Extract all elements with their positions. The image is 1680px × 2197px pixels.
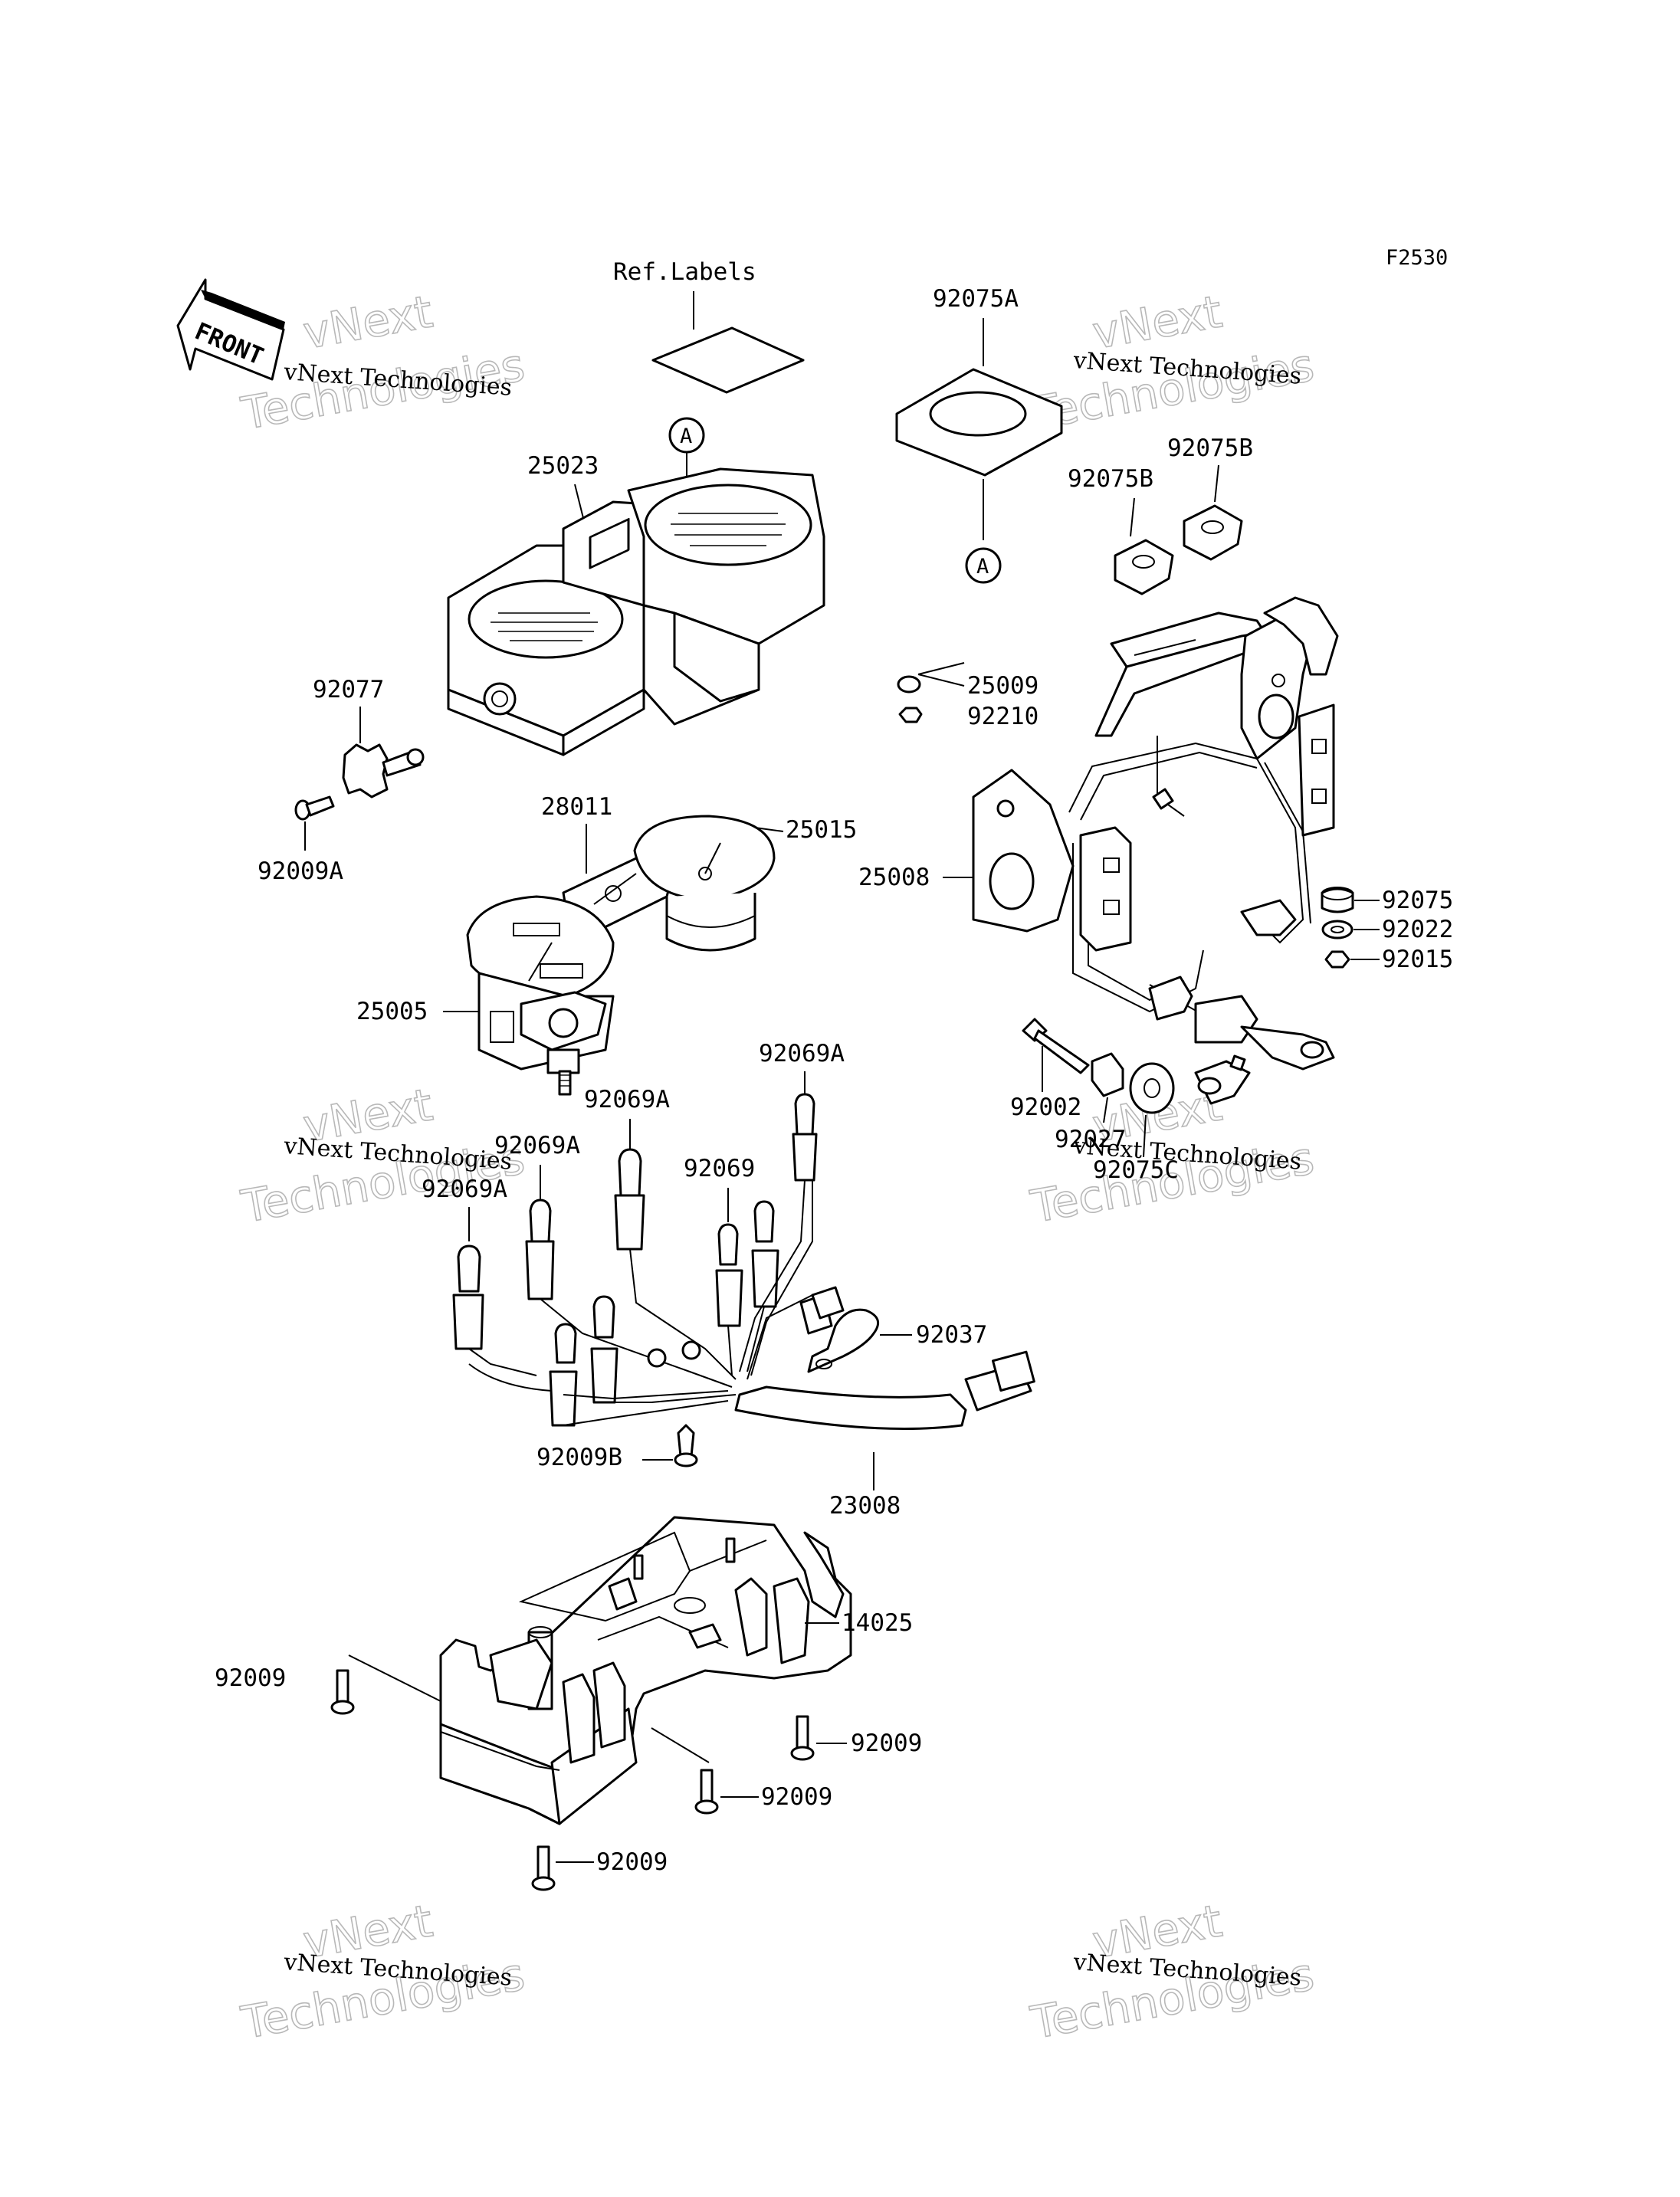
watermark-bottom-left: vNext Technologies vNext Technologies xyxy=(237,1894,529,2050)
part-92069A-lower-left: 92069A xyxy=(422,1176,507,1350)
label-92075: 92075 xyxy=(1382,887,1453,914)
label-92022: 92022 xyxy=(1382,916,1453,943)
label-25015: 25015 xyxy=(786,816,857,844)
callout-A-upper: A xyxy=(680,425,692,448)
part-92015: 92015 xyxy=(1324,946,1453,973)
label-92069A-lower-left: 92069A xyxy=(422,1176,507,1203)
part-25015: 25015 xyxy=(633,815,857,952)
label-92009-middle: 92009 xyxy=(761,1783,832,1811)
part-92069A-top-right: 92069A xyxy=(759,1040,845,1182)
part-92009-bottom: 92009 xyxy=(531,1845,668,1891)
part-92009-right: 92009 xyxy=(790,1715,922,1761)
label-92037: 92037 xyxy=(916,1321,987,1349)
diagram-code: F2530 xyxy=(1386,246,1448,270)
label-92075C: 92075C xyxy=(1093,1156,1179,1184)
part-14025: 14025 xyxy=(439,1516,913,1825)
part-92002: 92002 xyxy=(1010,1018,1090,1121)
part-25023: 25023 A xyxy=(447,417,825,756)
part-25005: 25005 xyxy=(356,895,615,1096)
label-92009B: 92009B xyxy=(536,1444,622,1471)
label-14025: 14025 xyxy=(842,1609,913,1637)
label-92009-bottom: 92009 xyxy=(596,1848,668,1876)
label-92069A-upper-left: 92069A xyxy=(494,1132,580,1159)
label-92009A: 92009A xyxy=(258,857,343,885)
watermark-vnext: vNext xyxy=(1089,285,1226,359)
ref-labels: Ref.Labels xyxy=(613,258,805,394)
part-92009A: 92009A xyxy=(258,795,343,885)
label-92069A-mid: 92069A xyxy=(584,1086,670,1113)
label-25023: 25023 xyxy=(527,452,599,480)
watermark-bottom-right: vNext Technologies vNext Technologies xyxy=(1026,1894,1318,2050)
part-92077: 92077 xyxy=(313,676,425,798)
label-28011: 28011 xyxy=(541,793,612,821)
part-92027: 92027 xyxy=(1055,1052,1126,1153)
watermark-mid-left: vNext Technologies vNext Technologies xyxy=(237,1078,529,1234)
label-92210: 92210 xyxy=(967,703,1039,730)
label-25008: 25008 xyxy=(858,864,930,891)
label-92009-right: 92009 xyxy=(851,1730,922,1757)
label-92027: 92027 xyxy=(1055,1126,1126,1153)
front-arrow-icon: FRONT xyxy=(176,278,285,381)
watermark-top-right: vNext Technologies vNext Technologies xyxy=(1026,285,1318,441)
callout-A-lower: A xyxy=(976,555,989,579)
label-23008: 23008 xyxy=(829,1492,901,1520)
ref-labels-title: Ref.Labels xyxy=(613,258,756,286)
part-92075C: 92075C xyxy=(1093,1062,1179,1184)
label-92069: 92069 xyxy=(684,1155,755,1182)
part-92069A-mid: 92069A xyxy=(584,1086,670,1251)
label-92002: 92002 xyxy=(1010,1094,1081,1121)
label-92069A-top: 92069A xyxy=(759,1040,845,1067)
part-92069A-upper-left: 92069A xyxy=(494,1132,580,1300)
part-92009-middle: 92009 xyxy=(651,1727,832,1815)
part-25009: 25009 xyxy=(897,662,1039,700)
label-92075B-left: 92075B xyxy=(1068,465,1153,493)
part-92037: 92037 xyxy=(807,1308,987,1373)
watermark-top-left: vNext Technologies vNext Technologies xyxy=(237,285,529,441)
part-92009B: 92009B xyxy=(536,1424,698,1471)
label-92009-left: 92009 xyxy=(215,1664,286,1692)
label-92015: 92015 xyxy=(1382,946,1453,973)
label-92077: 92077 xyxy=(313,676,384,703)
part-25008: 25008 xyxy=(858,596,1339,1105)
bulbs-lower xyxy=(549,1295,619,1427)
part-23008: 23008 xyxy=(468,1179,1035,1520)
part-92022: 92022 xyxy=(1321,916,1453,943)
part-92075B: 92075B 92075B xyxy=(1068,434,1253,595)
label-92075B-right: 92075B xyxy=(1167,434,1253,462)
part-92069: 92069 xyxy=(684,1155,779,1327)
label-92075A: 92075A xyxy=(933,285,1019,313)
label-25009: 25009 xyxy=(967,672,1039,700)
part-92009-left: 92009 xyxy=(215,1654,441,1715)
part-92075A: 92075A A xyxy=(895,285,1063,584)
part-92075: 92075 xyxy=(1321,887,1453,914)
label-25005: 25005 xyxy=(356,998,428,1025)
part-92210: 92210 xyxy=(898,703,1039,730)
watermark-vnext: vNext xyxy=(300,285,437,359)
